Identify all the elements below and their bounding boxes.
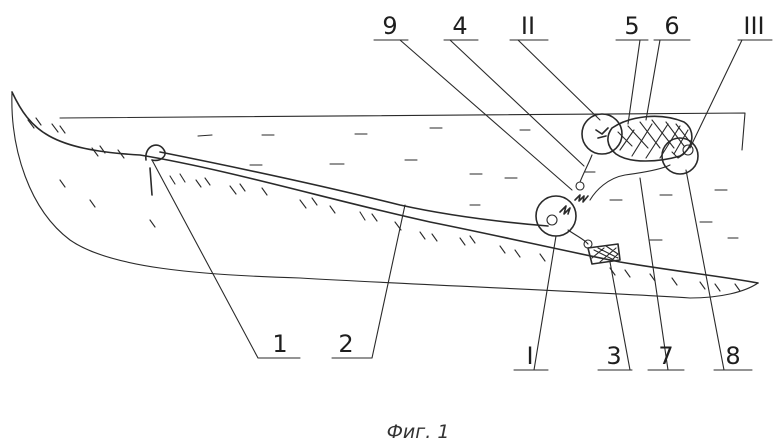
label-9: 9 [382, 12, 397, 40]
label-III: III [743, 12, 764, 40]
water-surface-line [60, 113, 745, 150]
line-4 [580, 155, 592, 182]
figure-caption: Фиг. 1 [387, 421, 450, 443]
label-II: II [521, 12, 535, 40]
spring-9 [575, 195, 588, 202]
label-6: 6 [664, 12, 679, 40]
ring-9 [576, 182, 584, 190]
label-3: 3 [606, 342, 621, 370]
riverbed-outline [12, 92, 758, 283]
label-8: 8 [725, 342, 740, 370]
label-2: 2 [338, 330, 353, 358]
label-4: 4 [452, 12, 467, 40]
bottom-hatching [28, 118, 740, 291]
label-5: 5 [624, 12, 639, 40]
main-line-2 [160, 152, 548, 226]
net-trap-3 [588, 244, 620, 264]
label-1: 1 [272, 330, 287, 358]
line-to-7 [590, 165, 670, 200]
wheel-I [536, 196, 576, 236]
leader-lines [152, 40, 772, 370]
label-I: I [526, 342, 533, 370]
label-7: 7 [658, 342, 673, 370]
wheel-II [582, 114, 622, 154]
shore-outline [12, 92, 758, 298]
